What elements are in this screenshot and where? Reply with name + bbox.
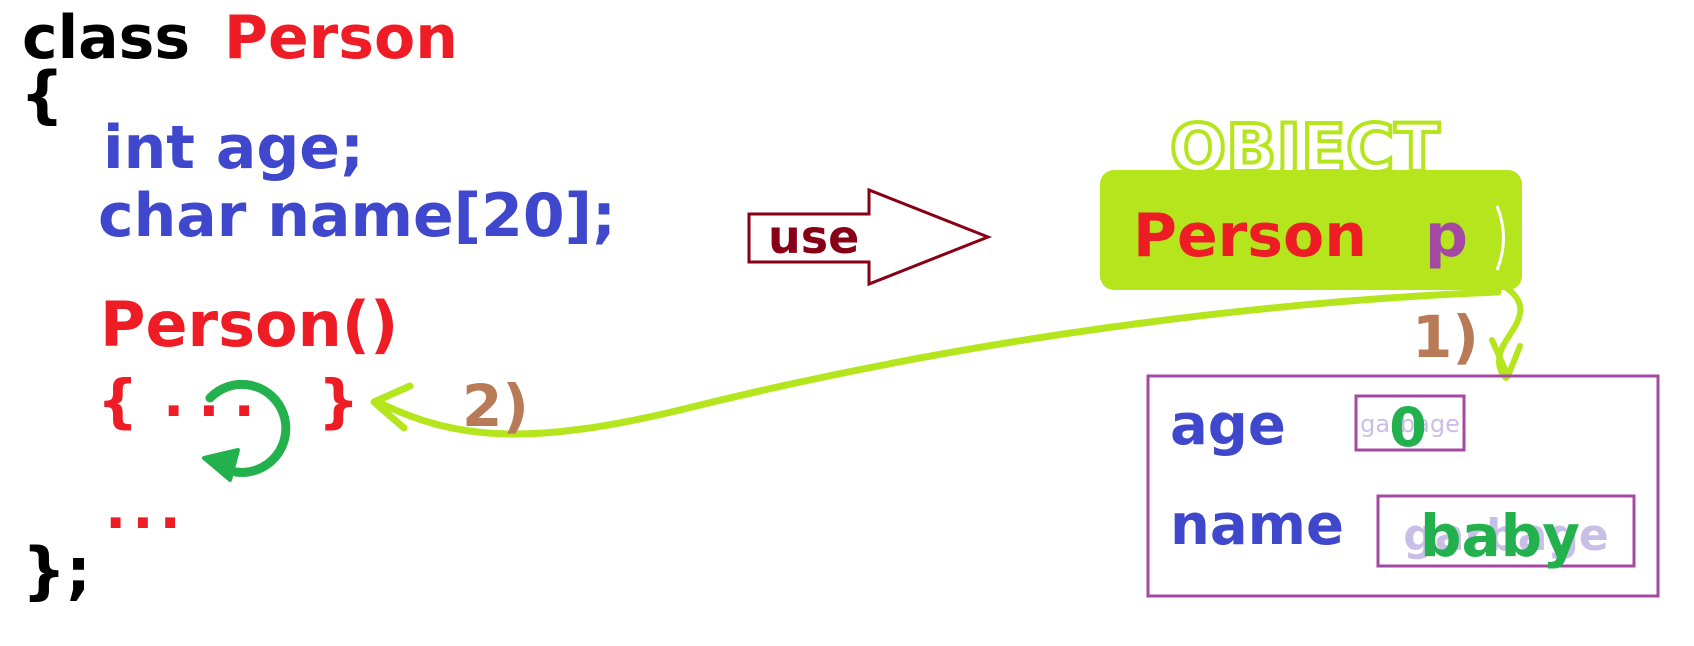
object-variable-marker <box>1495 205 1505 271</box>
class-close-brace: }; <box>22 534 91 607</box>
memory-field-age-new-value: 0 <box>1389 396 1427 459</box>
memory-field-name-new-value: baby <box>1420 502 1580 570</box>
memory-field-name-label: name <box>1170 493 1344 558</box>
object-type: Person <box>1133 201 1367 271</box>
use-arrow-icon <box>747 187 993 287</box>
use-arrow-label: use <box>768 210 859 264</box>
object-declaration-box <box>1100 170 1522 290</box>
constructor-loop-icon <box>202 379 291 482</box>
member-name-declaration: char name[20]; <box>98 181 616 251</box>
constructor-signature: Person() <box>100 288 399 361</box>
memory-field-age-old-value: garbage <box>1360 410 1460 438</box>
class-open-brace: { <box>20 58 65 131</box>
memory-field-age-label: age <box>1170 393 1286 458</box>
constructor-call-arrow <box>370 288 1502 438</box>
step-1-label: 1) <box>1412 303 1479 371</box>
class-keyword: class <box>22 3 191 73</box>
memory-field-age-slot <box>1354 394 1466 452</box>
step-2-label: 2) <box>462 372 529 440</box>
memory-box <box>1146 374 1660 598</box>
allocation-arrow <box>1489 281 1524 381</box>
memory-field-name-old-value: garbage <box>1403 510 1608 561</box>
more-members-dots: ... <box>105 477 187 542</box>
constructor-close-brace: } <box>318 367 360 435</box>
constructor-open-brace: { <box>97 367 139 435</box>
member-age-declaration: int age; <box>103 113 364 183</box>
memory-field-name-slot <box>1376 494 1636 568</box>
object-variable: p <box>1425 201 1468 271</box>
class-name: Person <box>224 3 458 73</box>
